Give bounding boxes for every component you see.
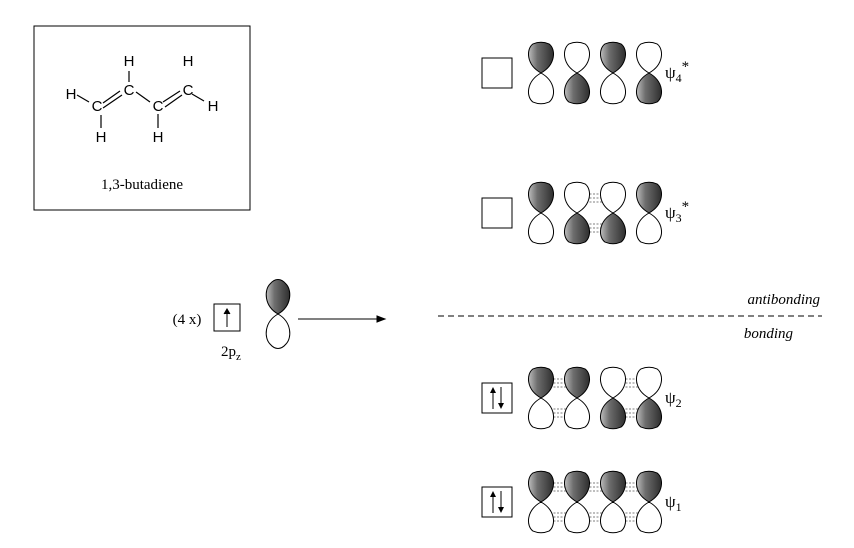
mo-label: ψ1 [665,492,682,514]
butadiene-atoms: H H C C H C C H H H [66,53,219,146]
upper-lobe [600,181,626,214]
molecule-name: 1,3-butadiene [101,177,183,193]
atom-h-left: H [66,86,77,103]
atom-c1: C [92,98,103,115]
p-orbital-icon [564,181,590,245]
atomic-orbital-label: 2pz [221,344,241,363]
spin-down-arrow-icon [498,387,504,409]
atom-c4: C [183,82,194,99]
p-orbital-icon [636,41,662,105]
p-orbital-icon [564,470,590,534]
upper-lobe [564,470,590,503]
lower-lobe [636,501,662,534]
lower-lobe [528,212,554,245]
upper-lobe [564,366,590,399]
atom-c3: C [153,98,164,115]
atom-h-right: H [208,98,219,115]
mo-level-psi-2: ψ2 [481,366,682,430]
mo-level-psi-3: ψ3* [481,181,689,245]
up-arrow-icon [223,308,231,327]
spin-up-arrow-icon [490,387,496,409]
lower-lobe [636,72,662,105]
mo-level-psi-1: ψ1 [481,470,682,534]
p-orbital-icon [564,41,590,105]
lower-lobe [564,501,590,534]
upper-lobe [528,366,554,399]
upper-lobe [636,366,662,399]
p-orbital-icon [528,41,554,105]
lower-lobe [600,397,626,430]
upper-lobe [636,181,662,214]
atomic-orbital-group: (4 x) 2pz [173,279,387,363]
atom-c2: C [124,82,135,99]
upper-lobe [564,181,590,214]
p-orbital-icon [600,41,626,105]
p-orbital-icon [528,366,554,430]
electron-box [481,486,513,518]
right-arrow-icon [298,315,387,323]
lower-lobe [564,212,590,245]
upper-lobe [600,470,626,503]
lower-lobe [600,501,626,534]
electron-box [481,382,513,414]
spin-up-arrow-icon [490,491,496,513]
upper-lobe [528,470,554,503]
upper-lobe [636,41,662,74]
lower-lobe [636,212,662,245]
energy-divider: antibonding bonding [438,292,822,342]
molecule-frame [33,25,251,211]
atom-h-c4-top: H [183,53,194,70]
molecule-panel: H H C C H C C H H H 1,3-butadiene [33,25,251,211]
upper-lobe [600,366,626,399]
bonding-label: bonding [744,326,794,342]
atom-h-c3-bottom: H [153,129,164,146]
upper-lobe [600,41,626,74]
p-orbital-icon [600,366,626,430]
mo-label: ψ2 [665,388,682,410]
p-orbital-icon [636,181,662,245]
atomic-orbital-multiplier: (4 x) [173,312,202,328]
butadiene-bonds [76,71,205,128]
p-orbital-icon [265,279,291,349]
lower-lobe [528,72,554,105]
antibonding-label: antibonding [747,292,820,308]
lower-lobe [636,397,662,430]
mo-label: ψ3* [665,199,689,225]
p-orbital-icon [564,366,590,430]
upper-lobe [636,470,662,503]
upper-lobe [528,41,554,74]
p-orbital-icon [528,181,554,245]
p-orbital-icon [528,470,554,534]
mo-level-psi-4: ψ4* [481,41,689,105]
p-orbital-icon [636,470,662,534]
mo-label: ψ4* [665,59,689,85]
spin-down-arrow-icon [498,491,504,513]
lower-lobe [564,397,590,430]
lower-lobe [600,72,626,105]
atom-h-c1-bottom: H [96,129,107,146]
electron-box [481,197,513,229]
mo-levels: ψ4* ψ3* ψ2 ψ1 [481,41,689,534]
p-orbital-icon [600,181,626,245]
p-orbital-icon [600,470,626,534]
atom-h-c2-top: H [124,53,135,70]
lower-lobe [600,212,626,245]
lower-lobe [528,397,554,430]
lower-lobe [564,72,590,105]
electron-box [481,57,513,89]
upper-lobe [528,181,554,214]
lower-lobe [528,501,554,534]
upper-lobe [564,41,590,74]
p-orbital-icon [636,366,662,430]
